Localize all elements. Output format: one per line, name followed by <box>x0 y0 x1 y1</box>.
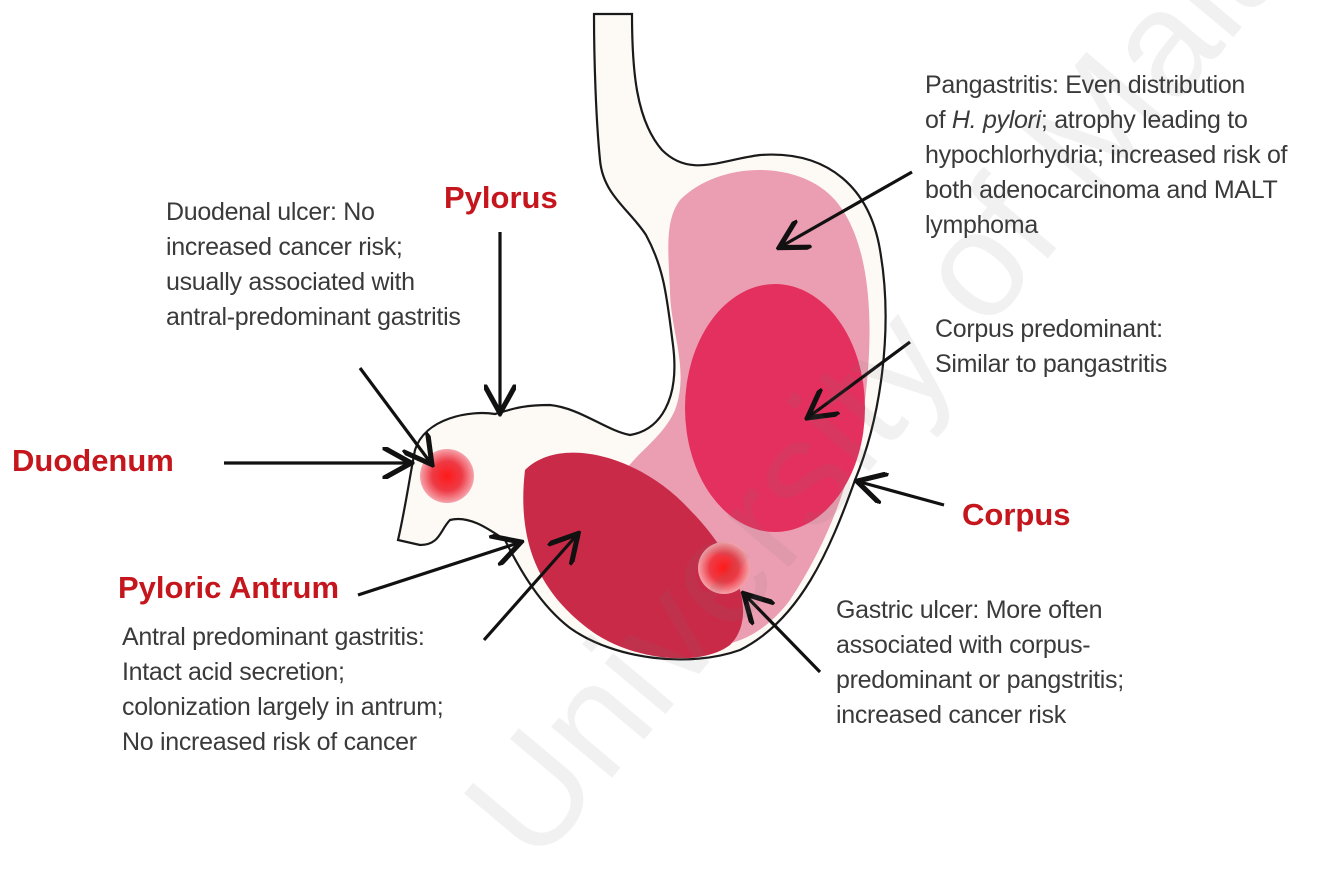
gastric-ulcer-line: increased cancer risk <box>836 698 1124 733</box>
antral-predominant-line: No increased risk of cancer <box>122 725 443 760</box>
duodenal-ulcer-line: usually associated with <box>166 265 461 300</box>
duodenal-ulcer-line: Duodenal ulcer: No <box>166 195 461 230</box>
h-pylori-italic: H. pylori <box>952 106 1041 134</box>
diagram-stage: University of Malaya Pangastritis: Even … <box>0 0 1330 783</box>
pangastritis-line-3: hypochlorhydria; increased risk of <box>925 138 1287 173</box>
antral-predominant-line: Antral predominant gastritis: <box>122 620 443 655</box>
pangastritis-line-2-pre: of <box>925 106 952 134</box>
pangastritis-line-5: lymphoma <box>925 208 1287 243</box>
antral-predominant-line: Intact acid secretion; <box>122 655 443 690</box>
pangastritis-line-2-post: ; atrophy leading to <box>1041 106 1248 134</box>
arrow-duodenal-ulcer <box>360 368 430 462</box>
gastric-ulcer-note: Gastric ulcer: More often associated wit… <box>836 593 1124 733</box>
gastric-ulcer-line: predominant or pangstritis; <box>836 663 1124 698</box>
corpus-predominant-line: Similar to pangastritis <box>935 347 1167 382</box>
arrow-pyloric-antrum <box>358 543 518 595</box>
corpus-label: Corpus <box>962 497 1071 533</box>
duodenal-ulcer-line: antral-predominant gastritis <box>166 300 461 335</box>
gastric-ulcer-line: associated with corpus- <box>836 628 1124 663</box>
corpus-predominant-note: Corpus predominant: Similar to pangastri… <box>935 312 1167 382</box>
pangastritis-line-4: both adenocarcinoma and MALT <box>925 173 1287 208</box>
corpus-predominant-line: Corpus predominant: <box>935 312 1167 347</box>
pangastritis-line-2: of H. pylori; atrophy leading to <box>925 103 1287 138</box>
antral-predominant-line: colonization largely in antrum; <box>122 690 443 725</box>
pyloric-antrum-label: Pyloric Antrum <box>118 570 339 606</box>
duodenum-label: Duodenum <box>12 443 174 479</box>
gastric-ulcer-line: Gastric ulcer: More often <box>836 593 1124 628</box>
pangastritis-note: Pangastritis: Even distribution of H. py… <box>925 68 1287 243</box>
antral-predominant-note: Antral predominant gastritis: Intact aci… <box>122 620 443 760</box>
pylorus-label: Pylorus <box>444 180 558 216</box>
pangastritis-line-1: Pangastritis: Even distribution <box>925 68 1287 103</box>
duodenal-ulcer-note: Duodenal ulcer: No increased cancer risk… <box>166 195 461 335</box>
duodenal-ulcer-line: increased cancer risk; <box>166 230 461 265</box>
